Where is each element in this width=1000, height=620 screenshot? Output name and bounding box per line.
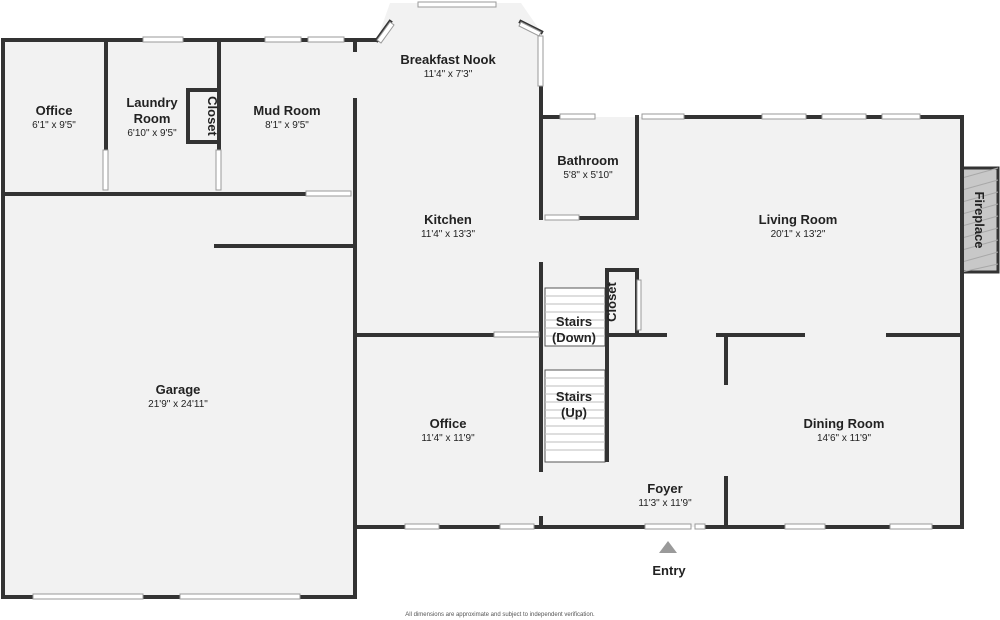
garage-dims: 21'9" x 24'11" bbox=[148, 399, 208, 410]
stairs-up-treads bbox=[544, 369, 606, 463]
living-room-name: Living Room bbox=[759, 212, 838, 227]
disclaimer: All dimensions are approximate and subje… bbox=[405, 612, 595, 618]
bathroom-name: Bathroom bbox=[557, 153, 618, 168]
office-main-name: Office bbox=[430, 416, 467, 431]
stairs-up-line1: Stairs bbox=[556, 389, 592, 404]
floor-fill bbox=[3, 3, 999, 597]
kitchen-name: Kitchen bbox=[424, 212, 472, 227]
mud-room-dims: 8'1" x 9'5" bbox=[265, 120, 309, 131]
windows bbox=[32, 1, 933, 600]
stairs-down-treads bbox=[544, 287, 606, 347]
garage-name: Garage bbox=[156, 382, 201, 397]
stairs-down-line1: Stairs bbox=[556, 314, 592, 329]
stairs-down-line2: (Down) bbox=[552, 330, 596, 345]
closet-hall-name: Closet bbox=[604, 281, 619, 321]
breakfast-nook-dims: 11'4" x 7'3" bbox=[424, 69, 473, 80]
room-labels: Office 6'1" x 9'5" Laundry Room 6'10" x … bbox=[32, 52, 987, 618]
fireplace bbox=[960, 166, 1000, 274]
dining-room-name: Dining Room bbox=[804, 416, 885, 431]
laundry-dims: 6'10" x 9'5" bbox=[127, 128, 177, 139]
foyer-name: Foyer bbox=[647, 481, 682, 496]
foyer-dims: 11'3" x 11'9" bbox=[638, 498, 692, 509]
closet-laundry-name: Closet bbox=[205, 96, 220, 136]
mud-room-name: Mud Room bbox=[253, 103, 320, 118]
laundry-name-line2: Room bbox=[134, 111, 171, 126]
stairs-up-line2: (Up) bbox=[561, 405, 587, 420]
kitchen-dims: 11'4" x 13'3" bbox=[421, 229, 476, 240]
entry-label: Entry bbox=[652, 563, 686, 578]
bathroom-dims: 5'8" x 5'10" bbox=[563, 170, 613, 181]
dining-room-dims: 14'6" x 11'9" bbox=[817, 433, 872, 444]
office-small-dims: 6'1" x 9'5" bbox=[32, 120, 76, 131]
living-room-dims: 20'1" x 13'2" bbox=[771, 229, 826, 240]
office-main-dims: 11'4" x 11'9" bbox=[421, 433, 475, 444]
office-small-name: Office bbox=[36, 103, 73, 118]
fireplace-name: Fireplace bbox=[972, 191, 987, 248]
laundry-name-line1: Laundry bbox=[126, 95, 178, 110]
breakfast-nook-name: Breakfast Nook bbox=[400, 52, 496, 67]
walls bbox=[1, 19, 964, 599]
entry-arrow-icon bbox=[659, 541, 677, 553]
